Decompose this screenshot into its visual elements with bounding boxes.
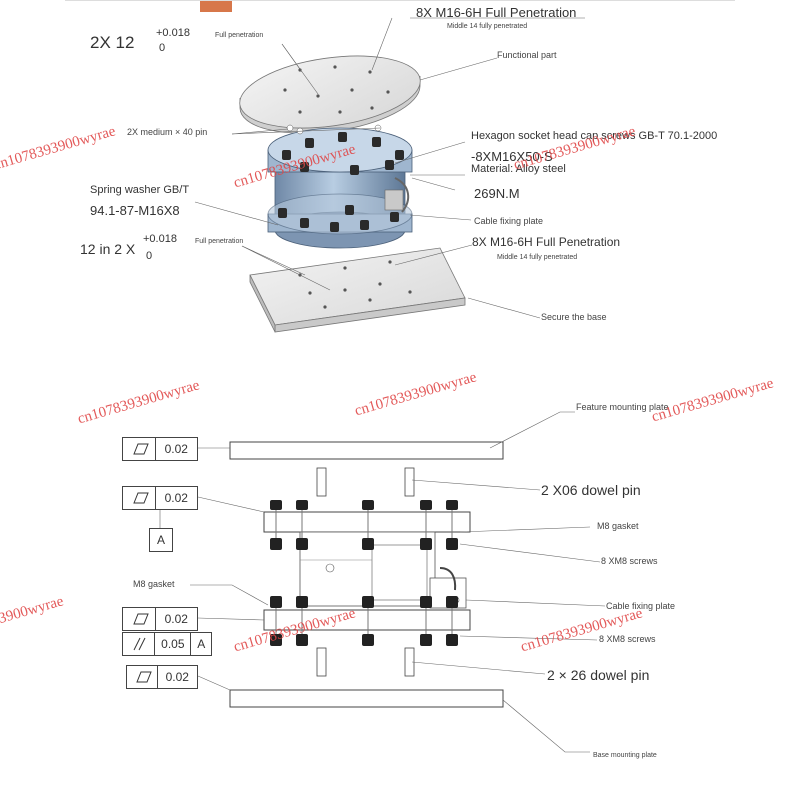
upper-flange — [263, 511, 471, 533]
tolerance-value: 0.05 — [155, 633, 192, 655]
parallelism-icon — [123, 633, 156, 655]
screws-2-label: 8 XM8 screws — [599, 634, 656, 644]
tolerance-value: 0.02 — [164, 612, 188, 626]
m8-gasket-right-label: M8 gasket — [597, 521, 639, 531]
flatness-icon — [123, 487, 156, 509]
tolerance-value: 0.02 — [164, 442, 188, 456]
lower-tol-zero: 0 — [146, 250, 153, 262]
functional-plate — [239, 55, 421, 134]
thread-bottom-label: 8X M16-6H Full Penetration — [472, 235, 621, 249]
base-plate — [249, 247, 466, 333]
cable-plate-label: Cable fixing plate — [606, 601, 676, 611]
hex-screw-label: Hexagon socket head cap screws GB-T 70.1… — [471, 130, 718, 142]
flatness-icon — [127, 666, 158, 688]
parallelism-frame: 0.05 A — [122, 632, 212, 656]
pin-label: 2X medium × 40 pin — [127, 127, 208, 137]
middle14-bottom: Middle 14 fully penetrated — [497, 254, 578, 261]
upper-bolts — [270, 500, 458, 510]
datum-ref: A — [197, 637, 206, 651]
flatness-frame-1: 0.02 — [122, 437, 198, 461]
spring-washer-spec: 94.1-87-M16X8 — [90, 203, 180, 218]
cable-plate-top-label: Cable fixing plate — [474, 216, 544, 226]
functional-part-label: Functional part — [497, 50, 557, 60]
dowel-top-label: 2 X06 dowel pin — [541, 482, 641, 498]
sensor-unit — [267, 124, 413, 249]
m8-gasket-left-label: M8 gasket — [133, 579, 175, 589]
secure-base-label: Secure the base — [541, 312, 607, 322]
upper-nuts — [270, 538, 458, 550]
lower-tol-plus: +0.018 — [143, 233, 177, 245]
flatness-frame-4: 0.02 — [126, 665, 198, 689]
tolerance-value: 0.02 — [164, 491, 188, 505]
base-plate-label: Base mounting plate — [593, 752, 657, 759]
lower-top-bolts — [270, 596, 458, 608]
top-leaders — [194, 17, 585, 319]
hex-screw-spec: -8XM16X50-S — [471, 149, 553, 164]
screws-1-label: 8 XM8 screws — [601, 556, 658, 566]
dowel-pin — [316, 647, 327, 677]
torque-label: 269N.M — [474, 186, 520, 201]
lower-bottom-bolts — [270, 634, 458, 646]
lower-hole-count: 12 in 2 X — [80, 241, 136, 257]
datum-a: A — [149, 528, 173, 552]
dowel-pin — [404, 467, 415, 497]
upper-tol-zero: 0 — [159, 42, 166, 54]
tolerance-value: 0.02 — [165, 670, 189, 684]
flatness-frame-2: 0.02 — [122, 486, 198, 510]
full-penetration-bottom: Full penetration — [195, 238, 244, 245]
header-strip — [200, 0, 232, 12]
bottom-leaders — [159, 411, 606, 753]
full-penetration-top: Full penetration — [215, 32, 264, 39]
dowel-pin — [316, 467, 327, 497]
feature-mounting-plate — [229, 441, 504, 460]
feature-plate-label: Feature mounting plate — [576, 402, 669, 412]
base-mounting-plate — [229, 689, 504, 708]
flatness-icon — [123, 438, 156, 460]
header-line — [65, 0, 735, 1]
upper-tol-plus: +0.018 — [156, 27, 190, 39]
flatness-frame-3: 0.02 — [122, 607, 198, 631]
dowel-bottom-label: 2 × 26 dowel pin — [547, 667, 650, 683]
thread-top-label: 8X M16-6H Full Penetration — [416, 5, 577, 20]
spring-washer-label: Spring washer GB/T — [90, 184, 190, 196]
upper-hole-count: 2X 12 — [90, 33, 135, 52]
middle14-top: Middle 14 fully penetrated — [447, 23, 528, 30]
material-label: Material: Alloy steel — [471, 163, 566, 175]
flatness-icon — [123, 608, 156, 630]
